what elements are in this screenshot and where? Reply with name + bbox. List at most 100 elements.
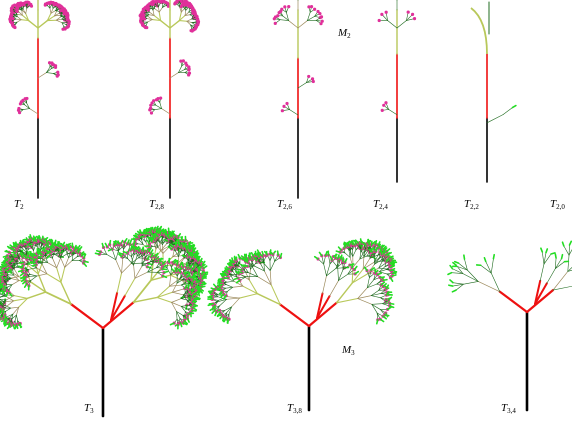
branch — [190, 15, 193, 17]
branch — [372, 304, 383, 305]
flower — [380, 13, 383, 16]
branch — [11, 277, 19, 278]
leaf — [238, 272, 242, 273]
leaf — [375, 269, 376, 273]
leaf — [19, 271, 23, 272]
label-T2-8: T2,8 — [149, 198, 164, 211]
branch — [226, 285, 233, 288]
flower — [25, 97, 28, 100]
flower — [276, 14, 279, 17]
label-T3-4: T3,4 — [501, 402, 516, 415]
branch — [6, 296, 14, 300]
branch — [38, 21, 47, 28]
branch — [487, 115, 503, 123]
leaf — [387, 249, 390, 252]
branch — [371, 296, 380, 298]
branch — [181, 299, 188, 301]
leaf — [46, 253, 50, 254]
branch — [464, 281, 479, 284]
flower — [407, 11, 410, 14]
branch — [233, 286, 243, 287]
leaf — [3, 256, 7, 257]
leaf — [78, 249, 79, 253]
branch — [29, 21, 38, 28]
flower — [413, 17, 416, 20]
leaf — [315, 257, 318, 259]
branch — [117, 273, 121, 293]
leaf — [204, 274, 208, 275]
branch — [159, 7, 162, 12]
leaf — [383, 316, 386, 318]
leaf — [464, 255, 465, 259]
leaf — [0, 267, 3, 268]
leaf — [238, 269, 242, 270]
leaf — [145, 233, 149, 234]
branch — [46, 73, 53, 74]
branch — [491, 273, 499, 292]
leaf — [244, 265, 248, 266]
leaf — [493, 255, 494, 259]
label-T2-0: T2,0 — [550, 198, 565, 211]
branch — [17, 20, 21, 22]
leaf — [188, 285, 189, 289]
branch — [330, 281, 339, 297]
leaf — [110, 241, 111, 245]
branch — [323, 276, 327, 294]
branch — [338, 267, 339, 280]
branch — [155, 109, 162, 110]
branch — [298, 21, 307, 28]
leaf — [449, 285, 453, 286]
branch — [161, 244, 167, 251]
branch — [568, 255, 569, 271]
leaf — [141, 236, 145, 237]
flower — [320, 15, 323, 18]
leaf — [24, 240, 28, 241]
leaf — [46, 239, 47, 243]
leaf — [392, 275, 396, 276]
leaf — [201, 286, 205, 287]
branch — [478, 281, 500, 291]
tree-t2-6 — [273, 0, 324, 198]
leaf — [237, 280, 240, 282]
leaf — [168, 247, 171, 249]
leaf — [212, 310, 215, 313]
branch — [61, 267, 65, 282]
leaf — [47, 251, 51, 252]
leaf — [381, 282, 384, 284]
leaf — [452, 290, 456, 292]
flower — [312, 80, 315, 83]
leaf — [214, 284, 217, 287]
leaf — [385, 315, 389, 316]
branch — [298, 83, 306, 88]
branch — [467, 270, 478, 281]
label-T2-6: T2,6 — [277, 198, 292, 211]
branch — [326, 268, 335, 275]
leaf — [84, 263, 87, 266]
branch — [161, 21, 170, 28]
leaf — [5, 251, 9, 252]
leaf — [203, 266, 206, 268]
branch — [116, 260, 122, 273]
branch — [397, 21, 406, 28]
branch — [56, 20, 62, 22]
leaf — [95, 253, 99, 254]
flower — [51, 63, 54, 66]
flower — [381, 109, 384, 112]
leaf — [178, 234, 180, 237]
branch — [148, 20, 153, 23]
leaf — [4, 320, 5, 324]
branch — [227, 281, 234, 282]
leaf — [562, 255, 563, 259]
tree-t3-8 — [208, 239, 396, 410]
branch — [290, 110, 298, 115]
tree-t2 — [8, 0, 71, 198]
flower — [281, 109, 284, 112]
leaf — [29, 244, 33, 245]
branch — [542, 252, 544, 264]
leaf — [105, 243, 107, 247]
main-branch — [500, 292, 527, 312]
branch — [0, 296, 1, 297]
leaf — [381, 251, 382, 255]
flower — [54, 66, 57, 69]
leaf — [185, 285, 187, 288]
